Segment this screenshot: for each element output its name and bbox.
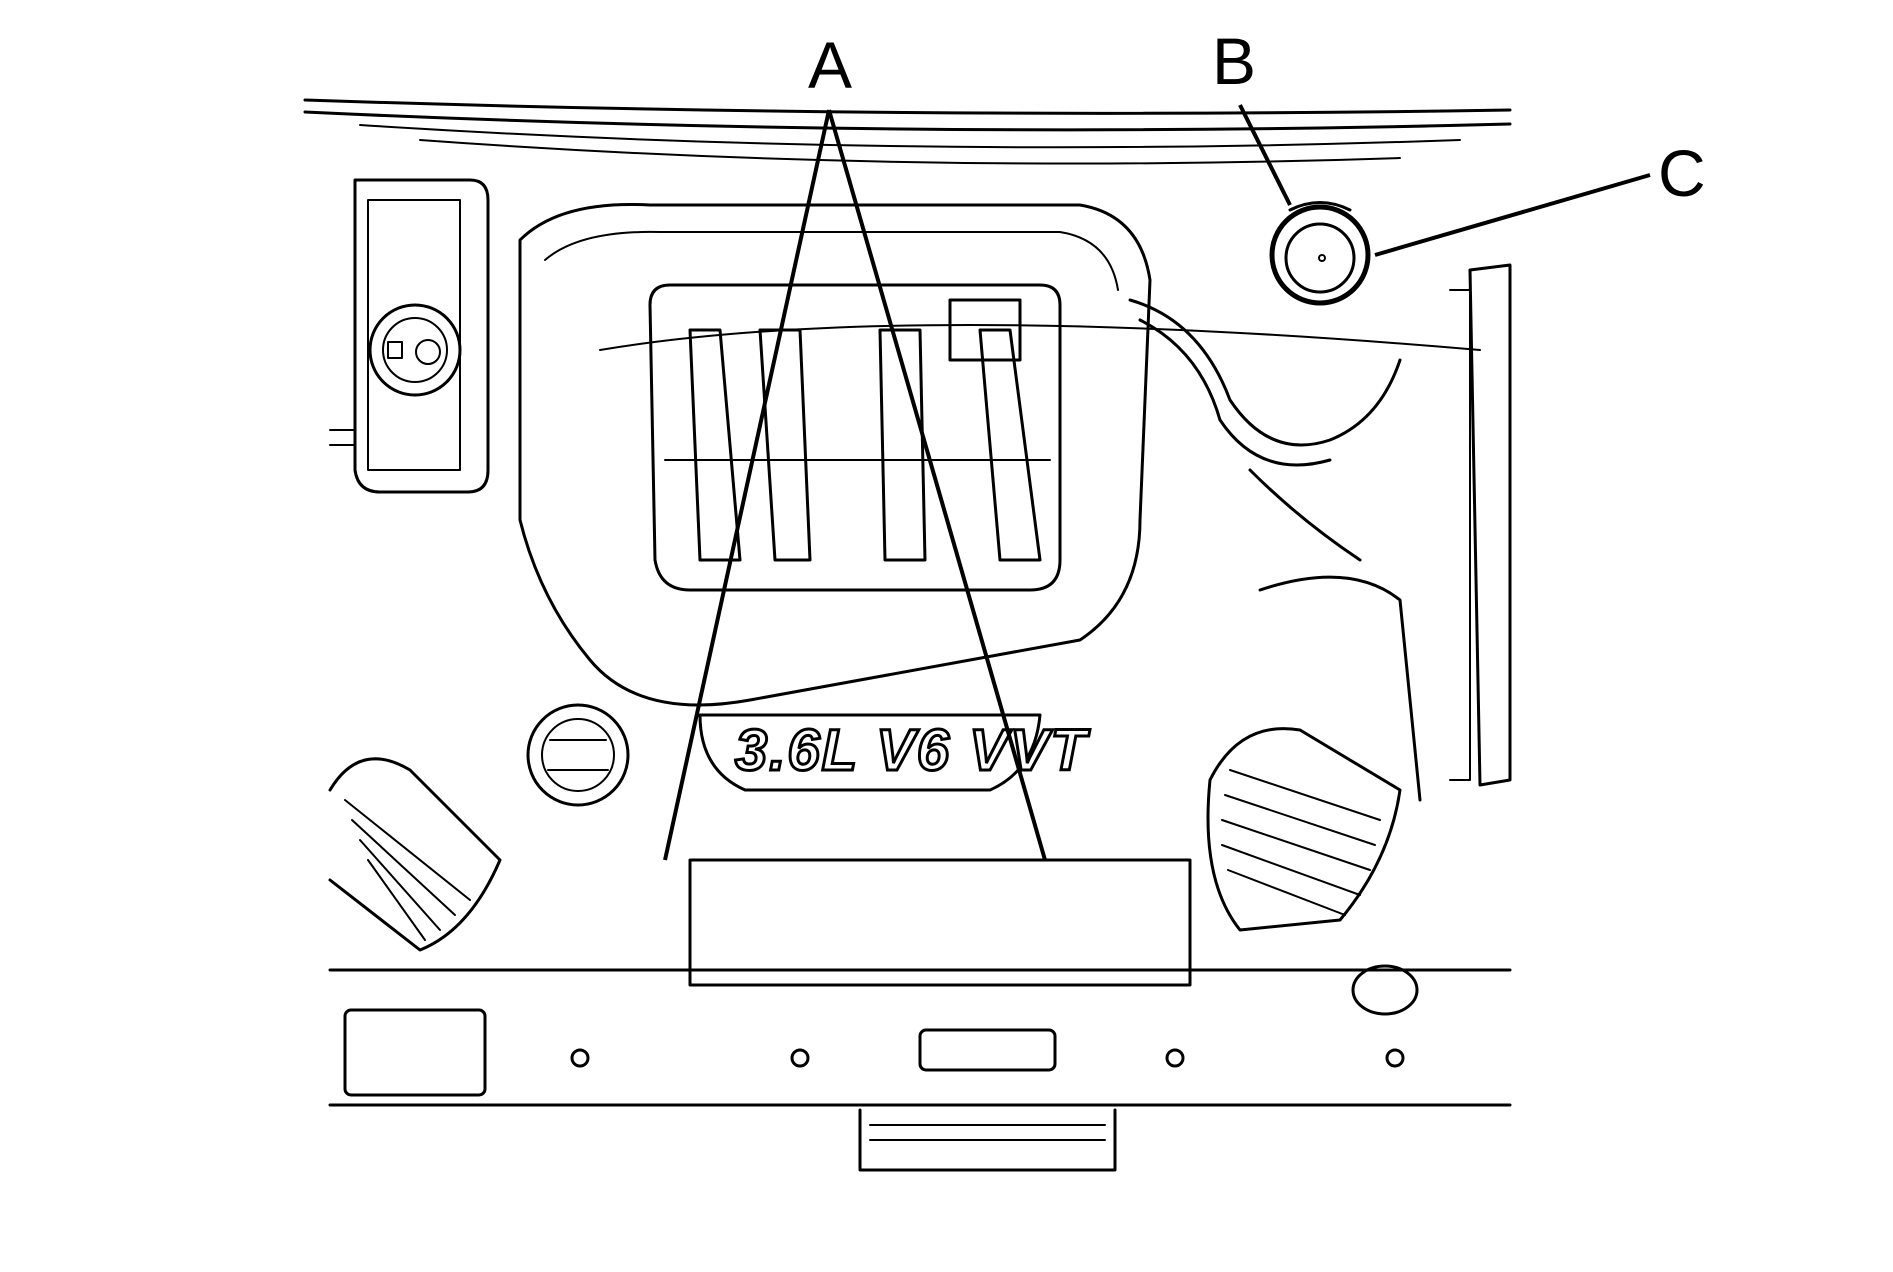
callout-label-b: B bbox=[1212, 24, 1256, 98]
callout-b-leader bbox=[1238, 104, 1292, 206]
callout-c-leader bbox=[1374, 173, 1651, 257]
callout-label-c: C bbox=[1658, 136, 1706, 210]
coolant-reservoir bbox=[329, 178, 490, 494]
engine-cover bbox=[518, 202, 1152, 792]
radiator-support bbox=[328, 858, 1512, 1172]
engine-badge-text: 3.6L V6 VVT bbox=[735, 718, 1091, 783]
right-intake-duct bbox=[1206, 575, 1422, 932]
callout-a-leaders bbox=[663, 109, 1047, 861]
cowl-panel bbox=[303, 98, 1512, 165]
wiring-harness bbox=[599, 298, 1481, 562]
callout-label-a: A bbox=[808, 28, 852, 102]
oil-fill-cap bbox=[526, 703, 630, 807]
left-intake-duct bbox=[328, 757, 502, 952]
brake-fluid-reservoir bbox=[1269, 201, 1371, 306]
air-cleaner-housing bbox=[1449, 263, 1512, 787]
